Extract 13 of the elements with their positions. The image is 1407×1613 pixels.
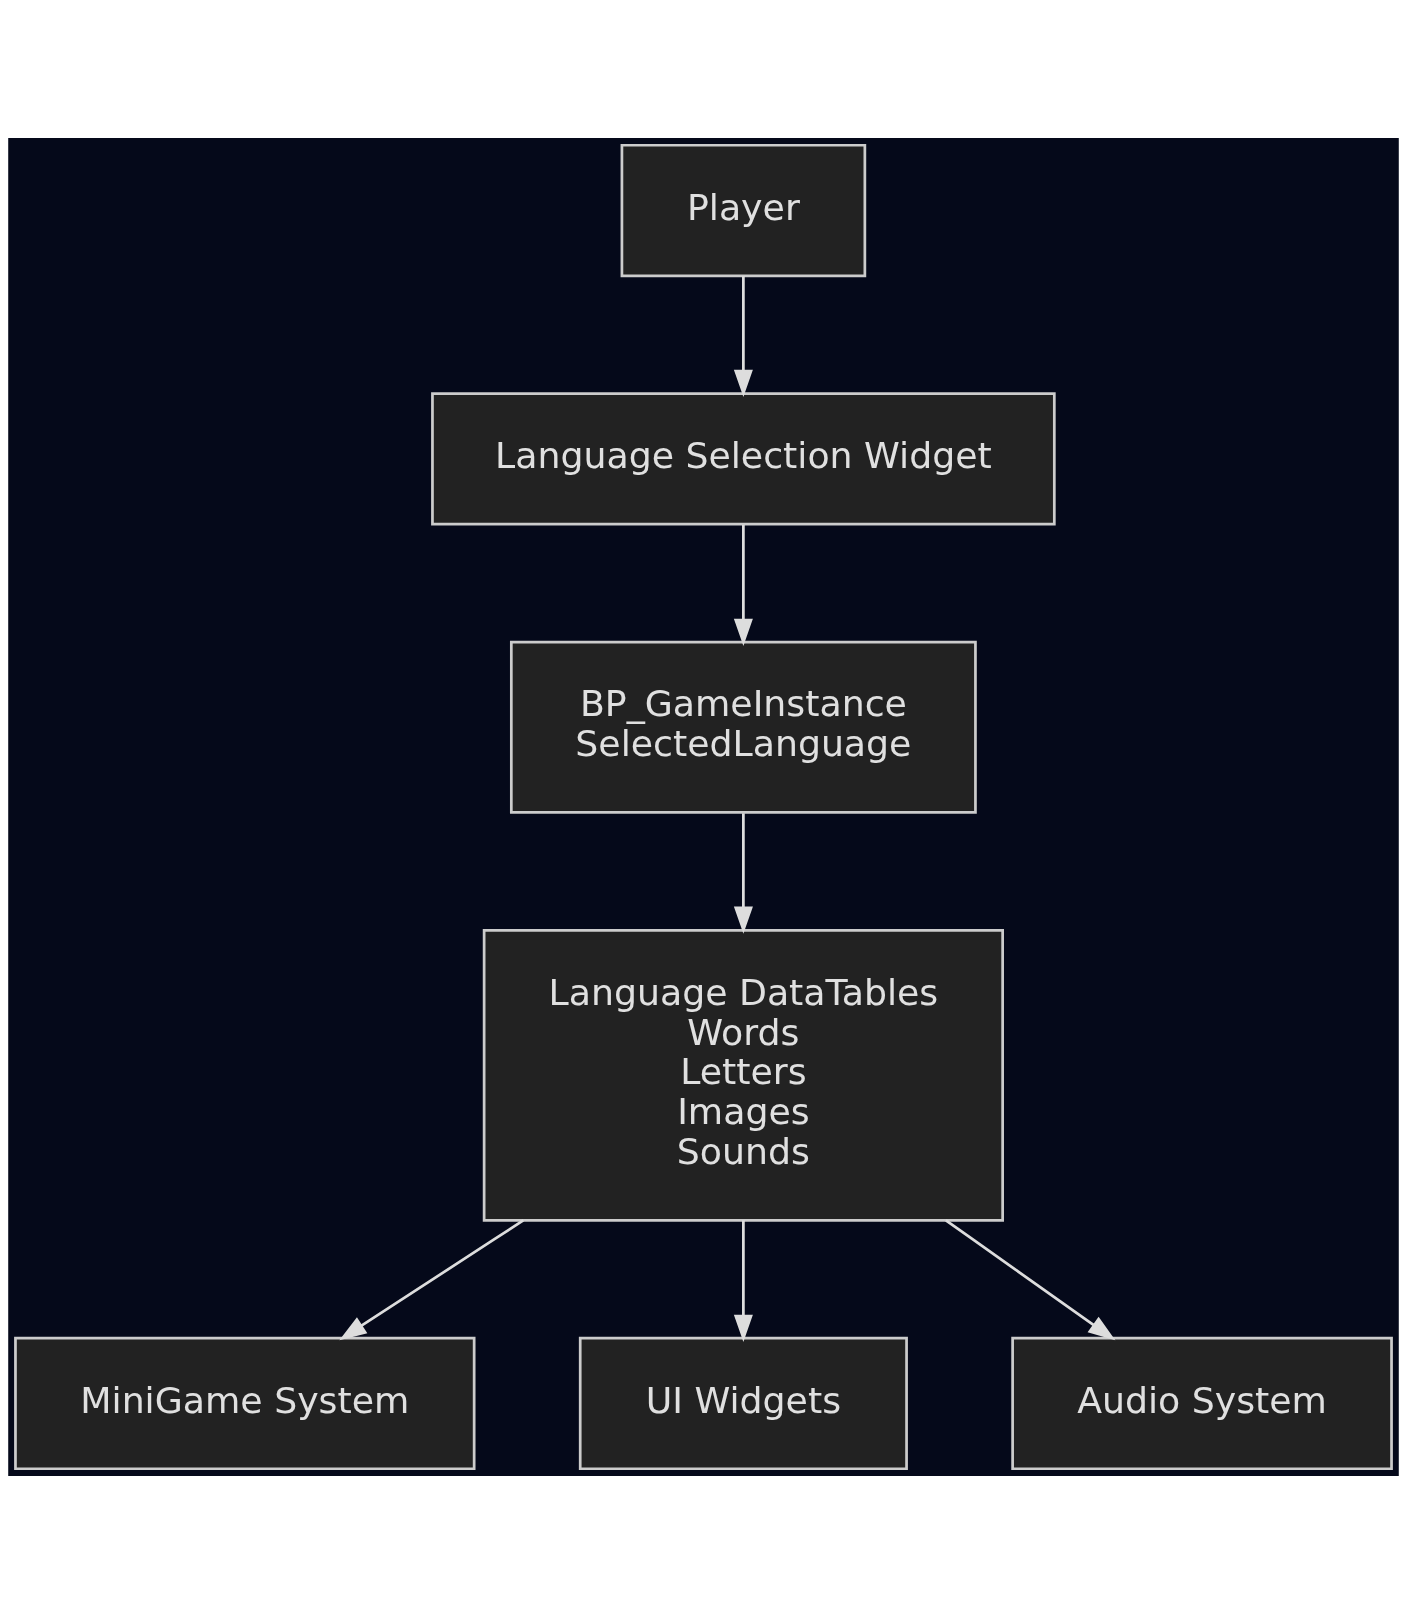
node-box: BP_GameInstance SelectedLanguage: [509, 640, 977, 814]
arrow: [339, 1218, 524, 1340]
node-box: Audio System: [1011, 1336, 1393, 1470]
arrow: [733, 1219, 753, 1342]
arrow: [945, 1218, 1116, 1340]
node-box: Player: [620, 143, 867, 277]
arrow: [733, 275, 753, 397]
node-box: MiniGame System: [14, 1336, 476, 1470]
arrow: [733, 524, 753, 646]
node-box: Language DataTables Words Letters Images Sounds: [482, 928, 1004, 1222]
node-box: UI Widgets: [578, 1336, 908, 1470]
arrow: [733, 812, 753, 934]
node-box: Language Selection Widget: [431, 391, 1056, 526]
